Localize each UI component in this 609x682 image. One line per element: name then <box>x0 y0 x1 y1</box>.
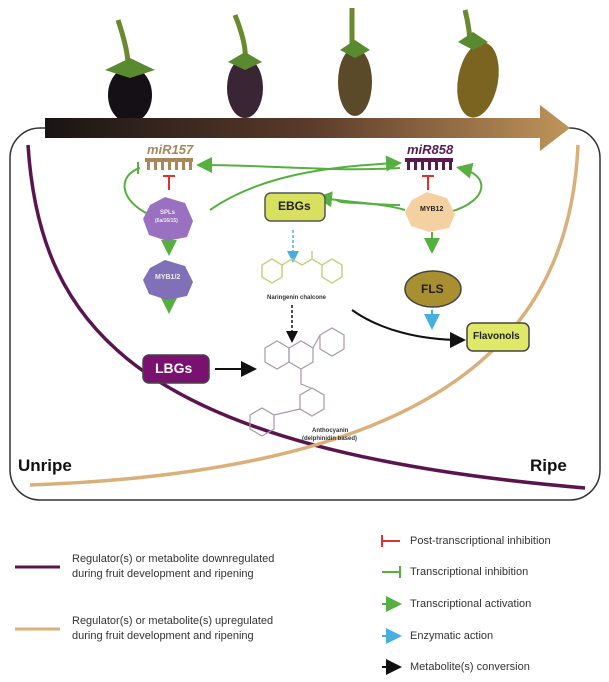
eggplant-fruits <box>105 8 499 123</box>
legend-upregulated: Regulator(s) or metabolite(s) upregulate… <box>72 615 274 642</box>
legend-enzymatic-action: Enzymatic action <box>410 630 494 642</box>
anthocyanin-sublabel: (delphinidin based) <box>302 436 357 442</box>
legend-transcriptional-inhibition: Transcriptional inhibition <box>410 566 529 578</box>
spls-label: SPLs <box>160 210 176 216</box>
flavonols-node: Flavonols <box>473 331 520 342</box>
naringenin-label: Naringenin chalcone <box>267 295 327 301</box>
upregulated-curve <box>29 144 580 487</box>
legend-downregulated: Regulator(s) or metabolite downregulated… <box>72 553 275 580</box>
fls-node: FLS <box>421 282 444 296</box>
unripe-label: Unripe <box>18 456 72 475</box>
naringenin-chalcone-structure <box>261 251 343 284</box>
mir858-label: miR858 <box>407 142 454 157</box>
myb1-2-label: MYB1/2 <box>155 274 181 281</box>
anthocyanin-structure <box>249 327 345 437</box>
spls-sublabel: (6a/16/15) <box>155 218 178 224</box>
ebgs-node: EBGs <box>278 199 311 213</box>
anthocyanin-label: Anthocyanin <box>312 428 349 434</box>
mir157-label: miR157 <box>147 142 194 157</box>
myb12-label: MYB12 <box>420 206 444 213</box>
legend-transcriptional-activation: Transcriptional activation <box>410 598 532 610</box>
development-arrow <box>45 105 570 151</box>
lbgs-node: LBGs <box>155 360 193 376</box>
legend-metabolite-conversion: Metabolite(s) conversion <box>410 661 530 673</box>
legend-post-transcriptional-inhibition: Post-transcriptional inhibition <box>410 535 551 547</box>
ripe-label: Ripe <box>530 456 567 475</box>
